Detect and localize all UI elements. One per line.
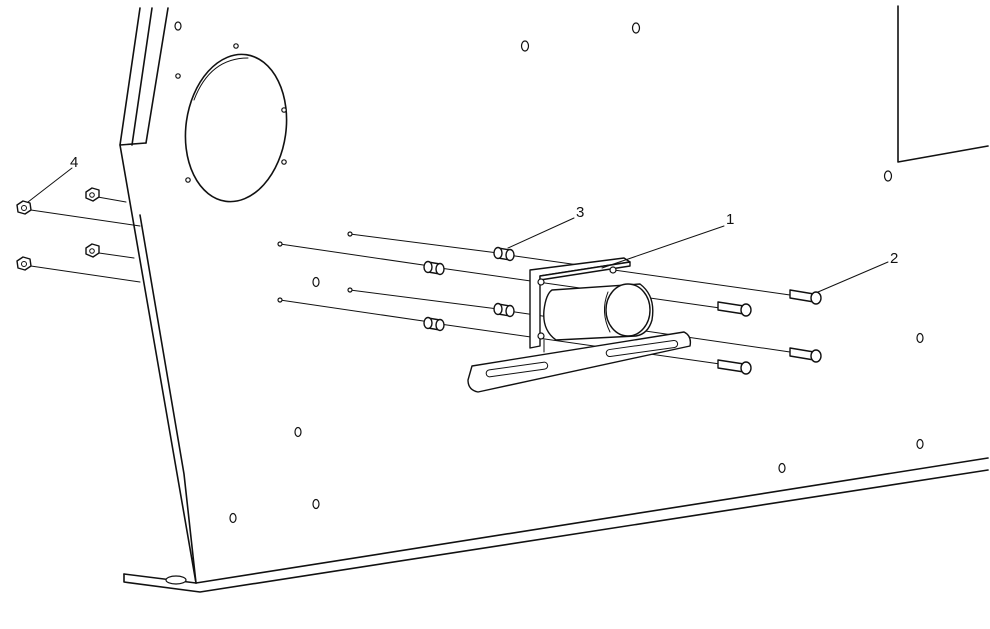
flange-hole: [165, 575, 187, 585]
callouts: 1 2 3 4: [27, 154, 898, 293]
nut: [16, 256, 32, 271]
callout-number-3: 3: [576, 204, 584, 221]
spacer: [493, 246, 515, 262]
spacer: [423, 316, 445, 332]
nut: [85, 243, 100, 258]
callout-number-1: 1: [726, 211, 734, 228]
callout-3: 3: [507, 204, 584, 249]
side-panel: [119, 5, 989, 593]
bolt: [717, 359, 752, 375]
callout-4: 4: [27, 154, 78, 203]
nut-group: [16, 187, 100, 271]
callout-1: 1: [601, 211, 734, 269]
nut: [85, 187, 100, 202]
bolt-group: [717, 289, 822, 375]
callout-number-4: 4: [70, 154, 78, 171]
panel-holes: [174, 21, 924, 524]
callout-2: 2: [817, 250, 898, 293]
spacer: [423, 260, 445, 276]
callout-number-2: 2: [890, 250, 898, 267]
bolt: [717, 301, 752, 317]
spacer-group: [423, 246, 515, 332]
round-opening: [175, 43, 288, 203]
spacer: [493, 302, 515, 318]
nut: [16, 200, 32, 215]
mounting-bracket: [467, 257, 692, 393]
bolt: [789, 347, 822, 363]
bolt: [789, 289, 822, 305]
